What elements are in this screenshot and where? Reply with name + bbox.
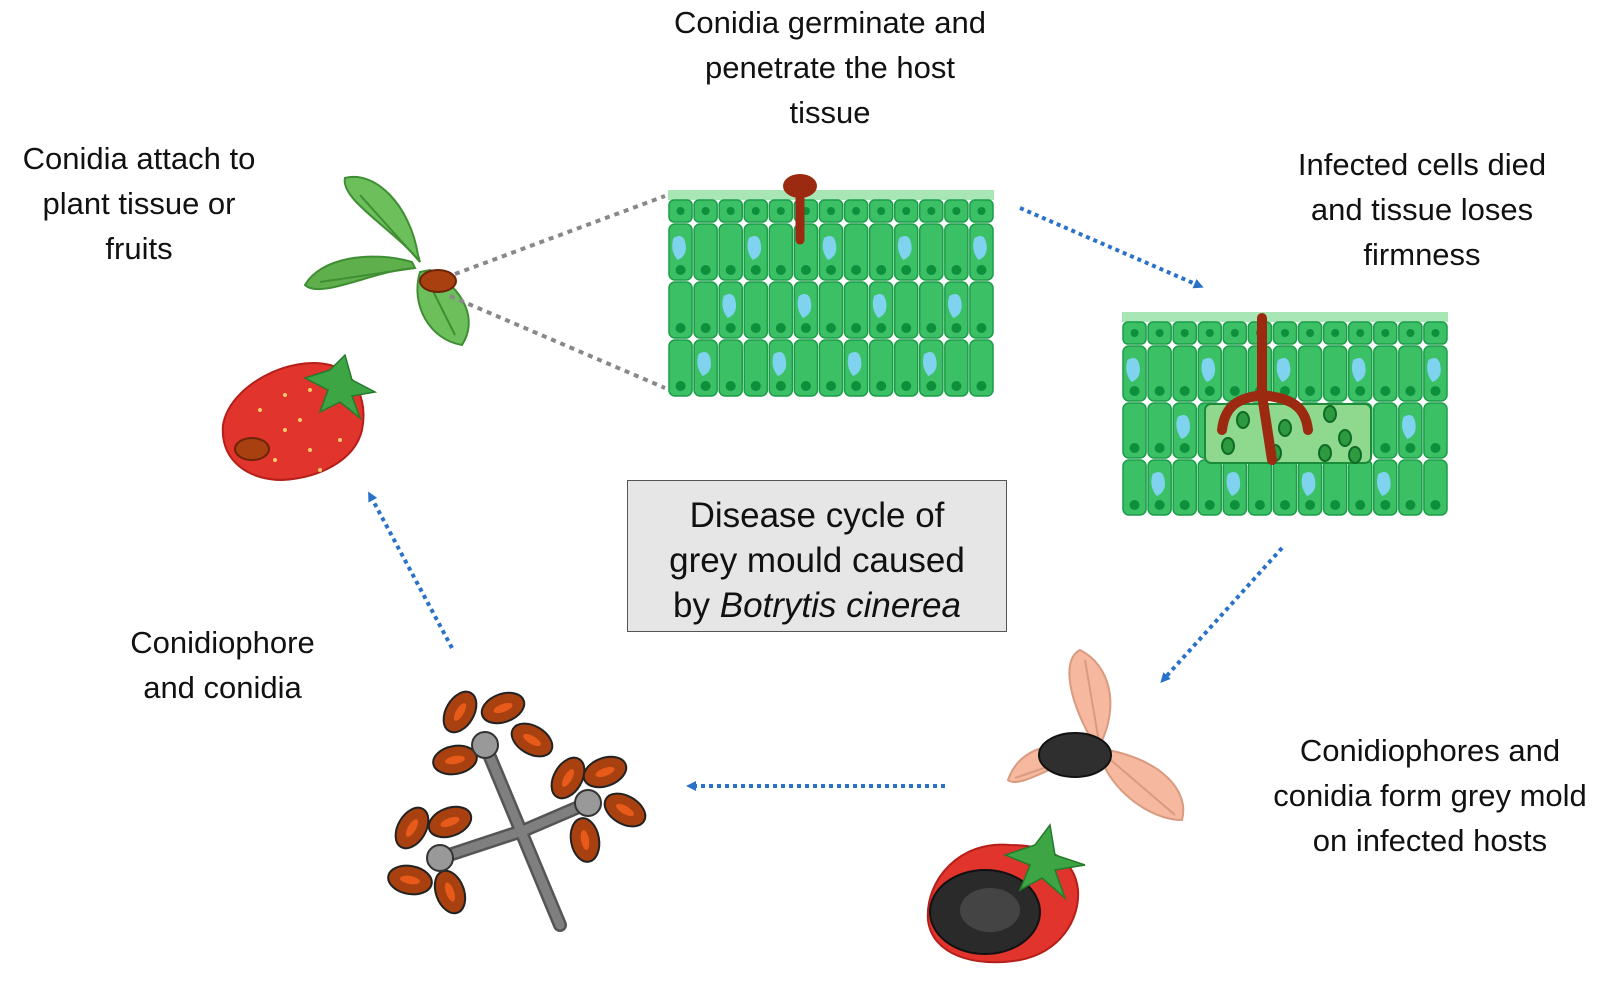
stage-label-attach: Conidia attach to plant tissue or fruits bbox=[22, 141, 256, 266]
mouldy-strawberry-icon bbox=[926, 823, 1086, 964]
dead-cell-nuclei bbox=[1221, 405, 1362, 464]
stage-label-infected: Infected cells died and tissue loses fir… bbox=[1297, 147, 1547, 272]
zoom-line-bottom bbox=[449, 294, 666, 390]
hyphae-icon bbox=[1217, 313, 1313, 465]
conidiophore-icon bbox=[387, 690, 647, 932]
grey-mould-patch-icon bbox=[1038, 732, 1112, 778]
arrow-infected-to-mold bbox=[1160, 546, 1284, 683]
zoom-line-top bbox=[454, 194, 666, 276]
diagram-title-line: grey mould caused bbox=[669, 541, 965, 580]
fruit-lesion-icon bbox=[234, 437, 270, 461]
strawberry-icon bbox=[221, 353, 378, 482]
species-name: Botrytis cinerea bbox=[719, 586, 961, 625]
stage-label-conidiophore: Conidiophore and conidia bbox=[130, 625, 315, 705]
tissue-cross-section-icon bbox=[668, 190, 994, 397]
healthy-leaf-icon bbox=[303, 175, 470, 347]
germinating-conidium-icon bbox=[783, 174, 817, 245]
diagram-title-line: Disease cycle of bbox=[689, 496, 945, 535]
stage-label-grey-mold: Conidiophores and conidia form grey mold… bbox=[1273, 733, 1587, 858]
leaf-lesion-icon bbox=[419, 269, 457, 293]
diagram-title-line: by Botrytis cinerea bbox=[628, 583, 1006, 628]
stage-label-germinate: Conidia germinate and penetrate the host… bbox=[674, 5, 986, 130]
diagram-title-box: Disease cycle of grey mould caused by Bo… bbox=[627, 480, 1007, 632]
title-prefix: by bbox=[673, 586, 710, 625]
arrow-germinate-to-infected bbox=[1019, 206, 1204, 289]
arrow-conidiophore-to-attach bbox=[368, 491, 454, 649]
infected-leaf-icon bbox=[1006, 648, 1185, 822]
